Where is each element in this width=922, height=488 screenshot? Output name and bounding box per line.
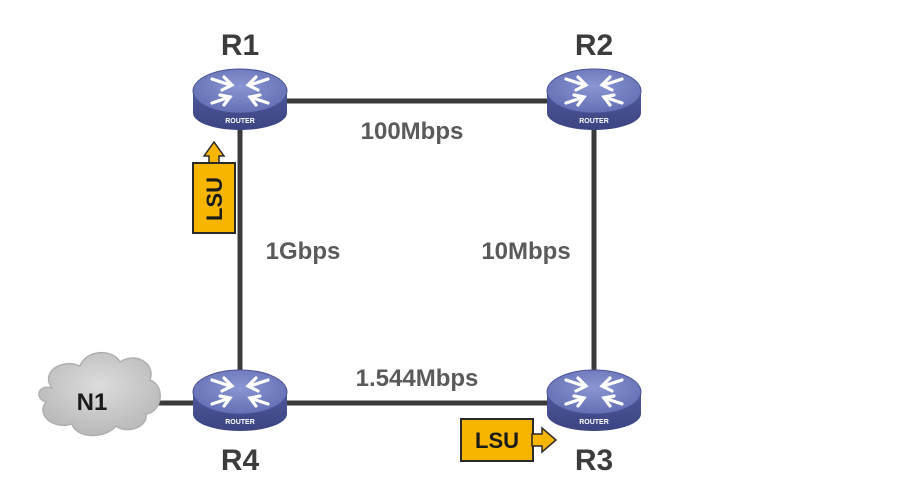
lsu-label-r3: LSU <box>475 428 519 453</box>
router-label-r3: R3 <box>575 444 613 477</box>
router-label-r4: R4 <box>221 444 260 477</box>
router-r4-caption: ROUTER <box>225 419 255 426</box>
router-r1-caption: ROUTER <box>225 118 255 125</box>
lsu-label-r1: LSU <box>202 177 227 221</box>
routers: ROUTER ROUTER ROUTER ROUTER <box>192 68 642 431</box>
router-r4-icon: ROUTER <box>192 369 288 431</box>
router-r3-caption: ROUTER <box>579 419 609 426</box>
network-n1-label: N1 <box>77 389 108 416</box>
lsu-packet-r3: LSU <box>460 418 558 462</box>
router-r1-icon: ROUTER <box>192 68 288 130</box>
router-r3-icon: ROUTER <box>546 369 642 431</box>
lsu-packet-r1: LSU <box>192 140 236 234</box>
network-n1-cloud: N1 <box>38 352 161 437</box>
arrow-up-icon <box>202 140 226 167</box>
link-label-r4-r3: 1.544Mbps <box>356 365 479 392</box>
router-label-r2: R2 <box>575 29 613 62</box>
link-label-r1-r2: 100Mbps <box>361 118 464 145</box>
router-label-r1: R1 <box>221 29 259 62</box>
router-r2-caption: ROUTER <box>579 118 609 125</box>
router-r2-icon: ROUTER <box>546 68 642 130</box>
link-label-r1-r4: 1Gbps <box>266 238 341 265</box>
arrow-right-icon <box>531 426 558 454</box>
link-label-r2-r3: 10Mbps <box>481 238 570 265</box>
